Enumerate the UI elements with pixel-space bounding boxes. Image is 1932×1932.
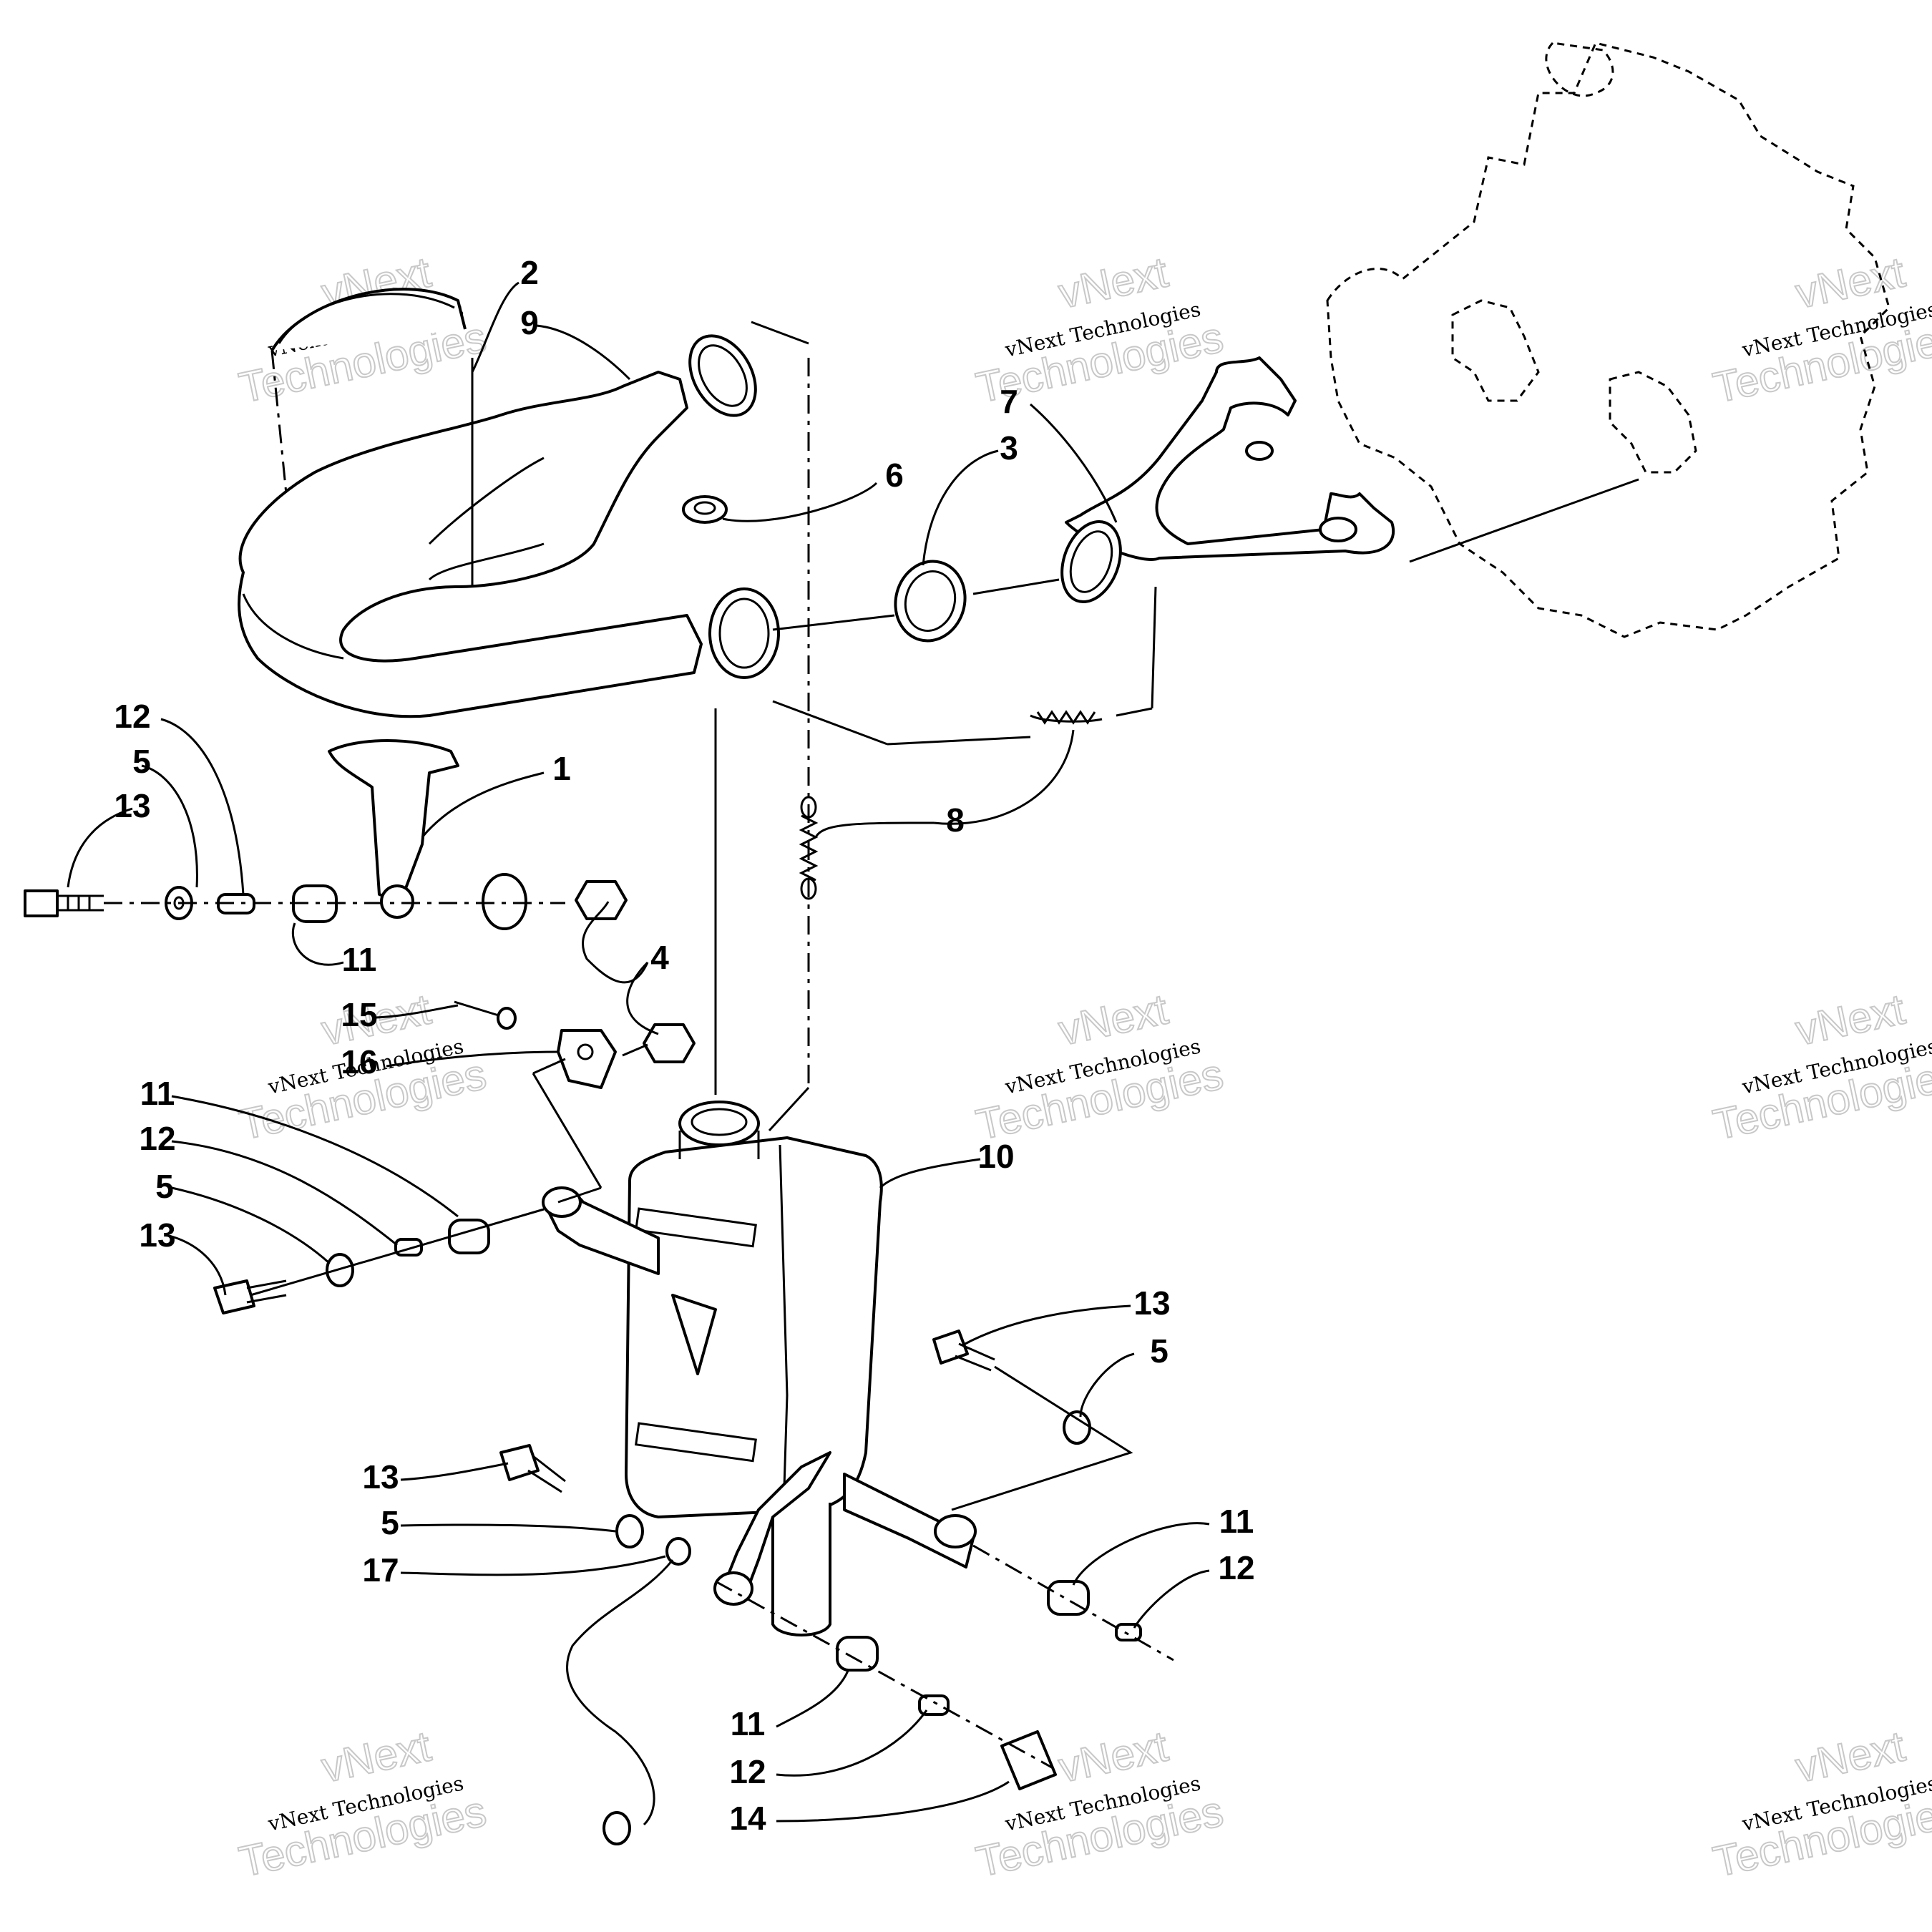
callout-11-right: 11 (1219, 1503, 1254, 1540)
right-arm-lower-hardware (972, 1544, 1174, 1662)
exhaust-spring-horizontal (1030, 710, 1103, 725)
seal-ring (894, 560, 967, 643)
callout-6: 6 (885, 457, 904, 494)
callout-12-right: 12 (1218, 1549, 1254, 1586)
muffler (542, 1101, 977, 1636)
callout-11-bottom: 11 (731, 1705, 766, 1742)
leader-lines (67, 281, 1210, 1823)
callout-15: 15 (341, 996, 377, 1033)
expansion-chamber (238, 334, 780, 718)
callout-13-upper: 13 (114, 787, 150, 824)
callout-14: 14 (729, 1800, 766, 1837)
callout-12-bottom: 12 (729, 1753, 766, 1790)
callout-17: 17 (362, 1551, 399, 1589)
callout-4: 4 (650, 939, 669, 976)
right-arm-upper-hardware (932, 1330, 1133, 1511)
callout-5-left: 5 (155, 1168, 174, 1205)
engine-outline (1326, 42, 1890, 638)
callout-9: 9 (520, 304, 539, 341)
grommet (682, 495, 728, 524)
callout-5-upper: 5 (132, 743, 151, 780)
chamber-spring (270, 288, 474, 587)
callout-5-bottom: 5 (381, 1504, 399, 1541)
chamber-bracket (328, 739, 459, 919)
callout-labels: 2 9 6 7 3 8 1 12 5 13 11 4 15 16 11 12 5… (114, 254, 1254, 1837)
upper-hardware-row (24, 873, 628, 930)
callout-12-left: 12 (139, 1120, 175, 1157)
callout-10: 10 (977, 1138, 1014, 1175)
callout-11-left: 11 (140, 1075, 175, 1112)
callout-1: 1 (552, 750, 571, 787)
callout-13-bottom: 13 (362, 1458, 399, 1496)
callout-8: 8 (946, 801, 965, 839)
callout-7: 7 (1000, 383, 1018, 420)
rivet-bracket-assembly (454, 1000, 696, 1089)
callout-13-right: 13 (1133, 1284, 1170, 1322)
callout-2: 2 (520, 254, 539, 291)
left-arm-hardware (213, 1208, 545, 1314)
callout-3: 3 (1000, 429, 1018, 467)
guide-lines (532, 321, 1157, 1204)
callout-16: 16 (341, 1043, 377, 1080)
bottom-arm-hardware (499, 1444, 1057, 1845)
callout-11-upper: 11 (342, 941, 377, 978)
callout-12-upper: 12 (114, 698, 150, 735)
callout-13-left: 13 (139, 1216, 175, 1254)
callout-5-right: 5 (1150, 1332, 1169, 1370)
exhaust-manifold (1060, 356, 1395, 604)
